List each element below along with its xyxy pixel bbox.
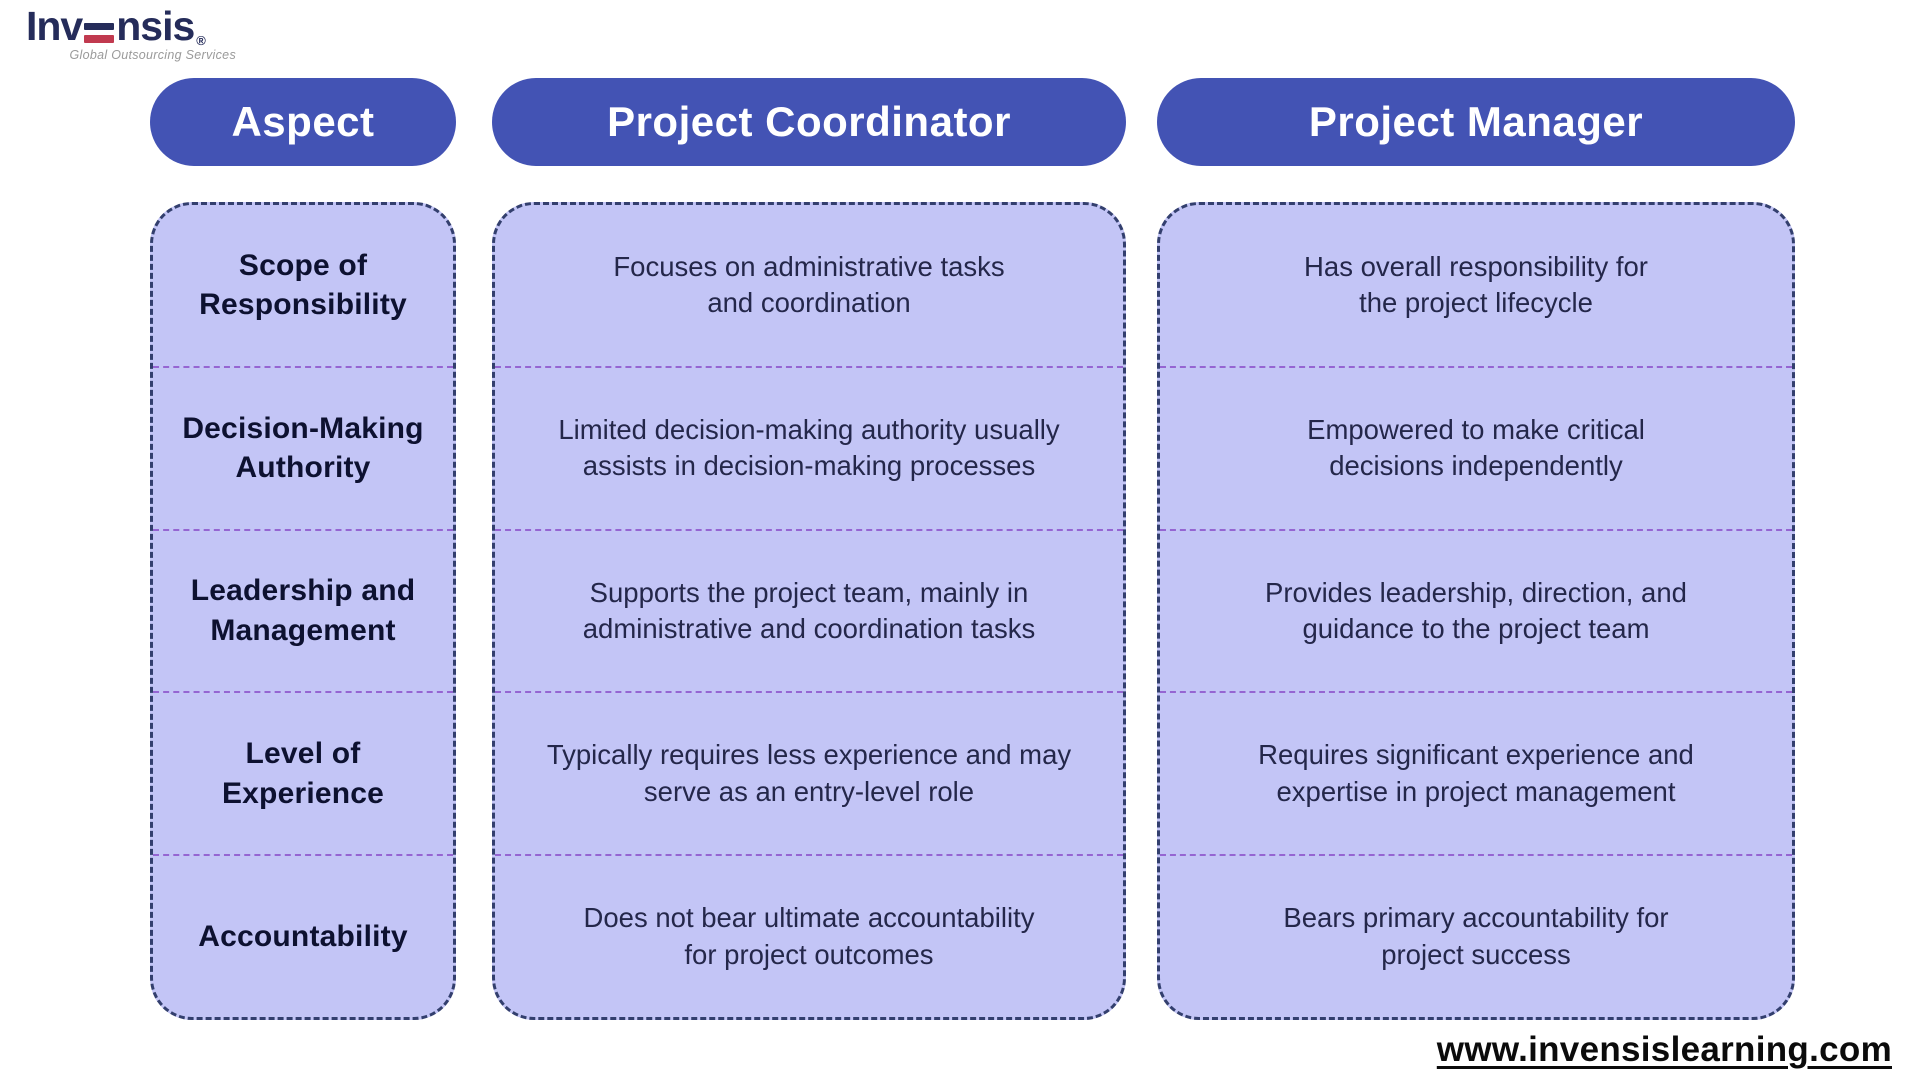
cell-aspect-decision: Decision-Making Authority bbox=[153, 365, 453, 529]
invensis-logo: Inv nsis ® Global Outsourcing Services bbox=[26, 3, 236, 63]
invensis-logo-wordmark: Inv nsis ® bbox=[26, 3, 236, 49]
cell-aspect-accountability: Accountability bbox=[153, 854, 453, 1017]
cell-aspect-experience: Level of Experience bbox=[153, 691, 453, 854]
cell-coordinator-scope: Focuses on administrative tasks and coor… bbox=[613, 251, 1005, 319]
cell-aspect-leadership: Leadership and Management bbox=[153, 528, 453, 692]
cell-coordinator-experience: Typically requires less experience and m… bbox=[495, 691, 1123, 854]
header-pill-aspect-label: Aspect bbox=[231, 98, 375, 145]
website-link[interactable]: www.invensislearning.com bbox=[1436, 1030, 1892, 1069]
cell-manager-accountability: Bears primary accountability for project… bbox=[1160, 854, 1792, 1017]
cell-manager-decision: Empowered to make critical decisions ind… bbox=[1160, 365, 1792, 529]
cell-coordinator-decision: Limited decision-making authority usuall… bbox=[495, 365, 1123, 529]
cell-manager-scope: Has overall responsibility for the proje… bbox=[1304, 251, 1648, 319]
column-project-coordinator: Focuses on administrative tasks and coor… bbox=[492, 202, 1126, 1020]
header-pill-project-coordinator-label: Project Coordinator bbox=[607, 98, 1011, 145]
logo-stylized-e-icon bbox=[84, 17, 115, 47]
header-pill-project-manager: Project Manager bbox=[1157, 78, 1795, 166]
column-aspect: Scope of Responsibility Decision-Making … bbox=[150, 202, 456, 1020]
logo-text-post: nsis bbox=[116, 3, 195, 49]
logo-tagline: Global Outsourcing Services bbox=[69, 48, 236, 62]
cell-coordinator-leadership: Supports the project team, mainly in adm… bbox=[495, 528, 1123, 692]
registered-trademark-icon: ® bbox=[196, 33, 206, 48]
cell-manager-experience: Requires significant experience and expe… bbox=[1160, 691, 1792, 854]
cell-manager-leadership: Provides leadership, direction, and guid… bbox=[1160, 528, 1792, 692]
cell-coordinator-accountability: Does not bear ultimate accountability fo… bbox=[495, 854, 1123, 1017]
header-pill-project-coordinator: Project Coordinator bbox=[492, 78, 1126, 166]
header-pill-aspect: Aspect bbox=[150, 78, 456, 166]
header-pill-project-manager-label: Project Manager bbox=[1308, 98, 1644, 145]
logo-text-pre: Inv bbox=[26, 3, 83, 49]
column-project-manager: Has overall responsibility for the proje… bbox=[1157, 202, 1795, 1020]
cell-aspect-scope: Scope of Responsibility bbox=[199, 248, 407, 322]
